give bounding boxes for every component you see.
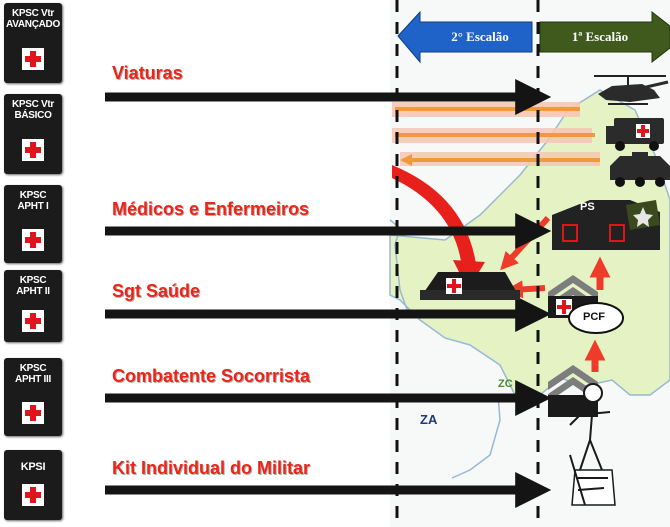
first-echelon-arrow (539, 10, 670, 64)
soldier-icon (569, 383, 616, 506)
medical-cross-icon (22, 402, 44, 424)
kit-label: KPSC Vtr BÁSICO (11, 99, 55, 121)
kit-kpsc-apht-2: KPSC APHT II (4, 270, 62, 342)
kit-label: KPSC APHT III (15, 363, 51, 385)
flow-label-sgt-saude: Sgt Saúde (112, 281, 201, 301)
flow-label-medicos: Médicos e Enfermeiros (112, 199, 310, 219)
kit-label: KPSC APHT II (16, 275, 50, 297)
kit-label: KPSC Vtr AVANÇADO (6, 8, 60, 30)
kit-label: KPSI (20, 461, 46, 473)
ps-medical-post-icon (552, 200, 660, 250)
medical-cross-icon (22, 310, 44, 332)
ps-label: PS (580, 201, 595, 213)
pcf-post-icon (568, 302, 624, 334)
zc-label: ZC (498, 378, 513, 390)
kit-kpsc-vtr-basico: KPSC Vtr BÁSICO (4, 94, 62, 174)
medical-cross-icon (22, 484, 44, 506)
kit-label: KPSC APHT I (17, 190, 49, 212)
za-label: ZA (420, 412, 438, 427)
evacuation-arrow (392, 165, 476, 268)
kit-kpsc-apht-1: KPSC APHT I (4, 185, 62, 263)
medical-cross-icon (22, 48, 44, 70)
kit-kpsc-apht-3: KPSC APHT III (4, 358, 62, 436)
second-echelon-label: 2° Escalão (451, 29, 509, 44)
pcf-label: PCF (583, 311, 605, 323)
rear-boundary (451, 394, 501, 479)
second-echelon-arrow (397, 10, 533, 64)
field-tent-icon (420, 272, 520, 300)
armored-vehicle-icon (610, 152, 670, 187)
first-echelon-label: 1ª Escalão (571, 29, 629, 44)
flow-label-combatente: Combatente Socorrista (112, 366, 311, 386)
flow-label-kit-individual: Kit Individual do Militar (112, 458, 310, 478)
flow-label-viaturas: Viaturas (112, 63, 183, 83)
medical-cross-icon (22, 229, 44, 251)
helicopter-icon (594, 75, 669, 105)
kit-kpsi: KPSI (4, 450, 62, 520)
kit-kpsc-vtr-avancado: KPSC Vtr AVANÇADO (4, 3, 62, 83)
ambulance-icon (606, 118, 664, 151)
medical-cross-icon (22, 139, 44, 161)
